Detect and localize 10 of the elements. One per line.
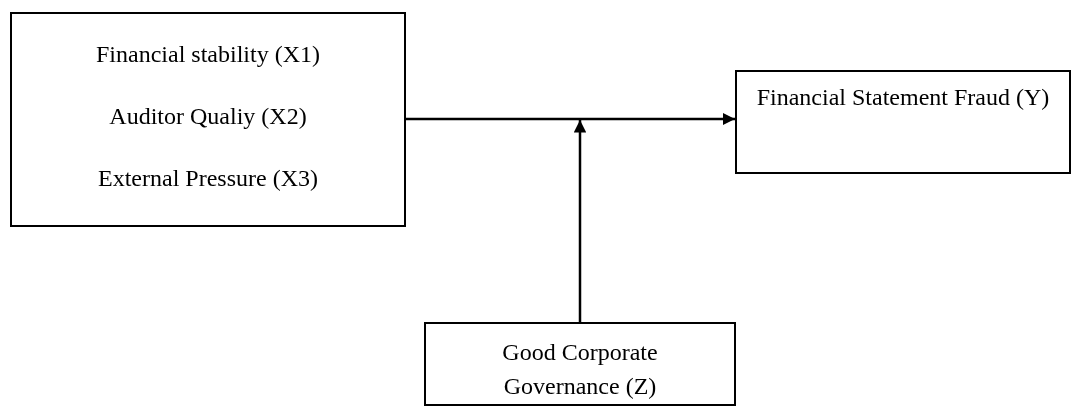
variable-label: Financial Statement Fraud (Y) — [755, 83, 1051, 112]
variable-label: External Pressure (X3) — [97, 164, 319, 193]
variable-label: Good Corporate Governance (Z) — [501, 338, 659, 401]
variable-label: Financial stability (X1) — [95, 40, 321, 69]
variable-box — [424, 322, 736, 406]
variable-box — [10, 12, 406, 227]
arrow — [573, 120, 587, 322]
variable-label: Auditor Qualiy (X2) — [108, 102, 308, 131]
variable-box — [735, 70, 1071, 174]
arrow — [406, 112, 735, 126]
